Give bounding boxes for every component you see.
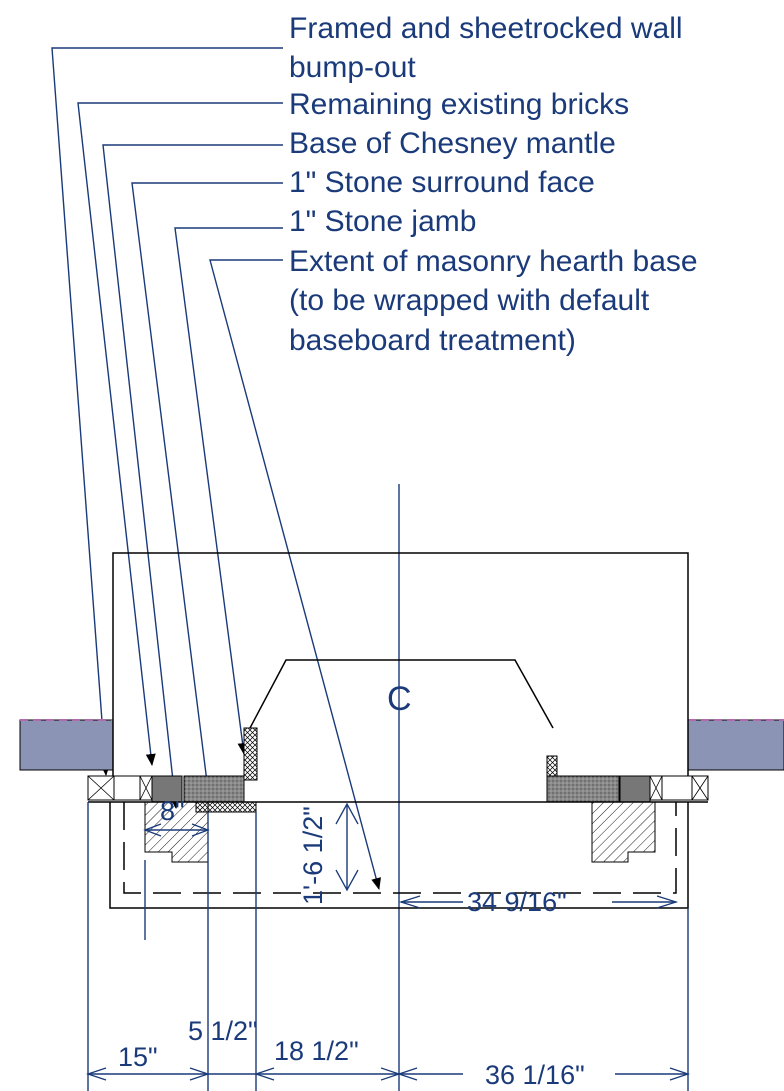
dim-left-wall-label: 15" <box>118 1042 158 1072</box>
dim-mantle-base-label: 8" <box>160 796 185 826</box>
mantle-base-right <box>591 801 656 863</box>
callout-wall-bumpout: Framed and sheetrocked wall <box>289 12 683 45</box>
leader-existing-bricks <box>77 102 283 766</box>
centerline-mark: C <box>387 680 412 718</box>
firebox-opening <box>249 659 554 729</box>
dim-half-width-label: 36 1/16" <box>485 1060 585 1090</box>
callout-wall-bumpout-cont: bump-out <box>289 51 416 84</box>
dim-mantle-base: 8" <box>143 796 210 1091</box>
callout-hearth-base-cont: (to be wrapped with default <box>289 284 650 317</box>
dim-half-opening: 34 9/16" <box>398 887 679 917</box>
leader-mantle-base <box>102 144 283 809</box>
callout-hearth-base-cont2: baseboard treatment) <box>289 324 576 357</box>
stone-jamb-left <box>243 727 258 781</box>
callout-stone-surround: 1" Stone surround face <box>289 166 595 199</box>
leader-stone-surround <box>131 182 283 791</box>
leader-hearth-base <box>209 259 381 890</box>
mantle-base-left <box>144 801 209 863</box>
existing-wall-right <box>687 719 784 771</box>
callout-existing-bricks: Remaining existing bricks <box>289 88 629 121</box>
dim-extension-lines <box>87 802 689 1091</box>
dim-jamb-offset-label: 5 1/2" <box>188 1016 258 1046</box>
hearth-extent <box>109 802 689 909</box>
dim-depth: 1'-6 1/2" <box>298 802 359 905</box>
dim-bottom-string: 15" 5 1/2" 18 1/2" 36 1/16" <box>85 1016 691 1090</box>
brick-row-right <box>546 775 709 803</box>
leader-lines <box>51 47 381 890</box>
bump-out-framing <box>112 552 689 776</box>
brick-row-left <box>87 775 257 813</box>
leader-wall-bumpout <box>51 47 283 776</box>
dim-half-opening-label: 34 9/16" <box>467 887 567 917</box>
existing-wall-left <box>19 719 114 771</box>
callout-labels: Framed and sheetrocked wall bump-out Rem… <box>289 12 698 357</box>
callout-stone-jamb: 1" Stone jamb <box>289 205 476 238</box>
callout-hearth-base: Extent of masonry hearth base <box>289 245 698 278</box>
leader-stone-jamb <box>174 227 283 755</box>
dim-opening-half-label: 18 1/2" <box>274 1036 359 1066</box>
callout-mantle-base: Base of Chesney mantle <box>289 127 616 160</box>
dim-depth-label: 1'-6 1/2" <box>298 806 328 905</box>
